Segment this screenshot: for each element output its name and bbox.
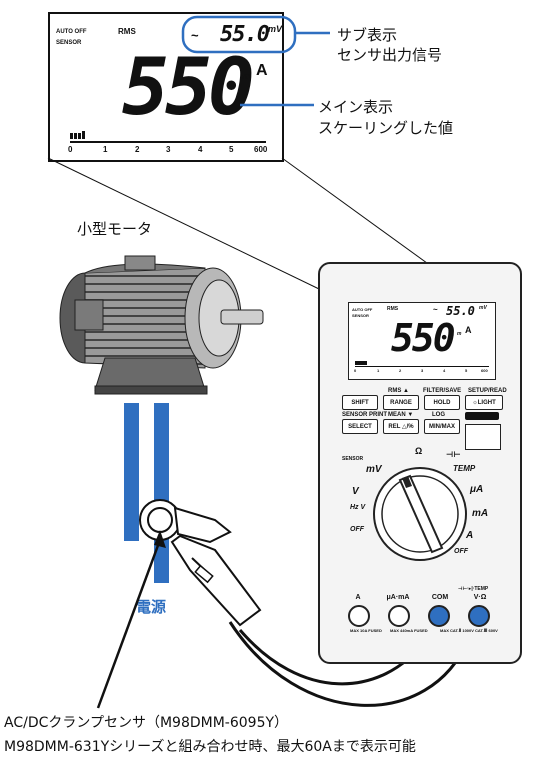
meter-lcd-scale: 0 1 2 3 4 5 600: [349, 367, 495, 377]
jack-ua-ma[interactable]: [388, 605, 410, 627]
jack-a[interactable]: [348, 605, 370, 627]
dial-label-cap: ⊣⊢: [446, 450, 461, 459]
warning-440ma: MAX 440mA FUSED: [390, 628, 428, 633]
scale-tick-4: 4: [198, 145, 203, 154]
meter-lcd-auto-off: AUTO OFF: [352, 307, 373, 312]
jack-label-a: A: [355, 594, 361, 601]
minmax-button[interactable]: MIN/MAX: [424, 419, 460, 434]
lcd-sensor: SENSOR: [56, 40, 82, 46]
jack-label-ua-ma: μA·mA: [386, 594, 410, 601]
meter-lcd-main-unit: A: [465, 325, 472, 335]
row1-label-rms: RMS ▲: [388, 388, 409, 394]
meter-lcd-sub-value: 55.0: [446, 304, 475, 318]
dial-label-mv: mV: [366, 464, 382, 475]
scale-tick-3: 3: [166, 145, 171, 154]
jack-com[interactable]: [428, 605, 450, 627]
meter-lcd-scale-line: [355, 366, 489, 367]
multimeter-body: AUTO OFF SENSOR RMS ~ 55.0 mV 550 m A 0 …: [318, 262, 522, 664]
scale-tick-2: 2: [135, 145, 140, 154]
zoom-line-left: [47, 157, 347, 303]
meter-lcd-main-prefix: m: [457, 331, 462, 337]
main-display-desc: スケーリングした値: [318, 119, 454, 137]
meter-scale-5: 5: [465, 368, 468, 373]
lcd-scale-line: [70, 141, 266, 143]
meter-lcd-sub-unit: mV: [479, 305, 487, 311]
meter-scale-3: 3: [421, 368, 424, 373]
caption-line-1: AC/DCクランプセンサ（M98DMM-6095Y）: [4, 715, 289, 731]
main-display-title: メイン表示: [318, 98, 394, 116]
meter-lcd-main-value: 550: [391, 316, 456, 360]
range-button[interactable]: RANGE: [383, 395, 419, 410]
lcd-bargraph: [70, 131, 92, 139]
mode-badges: [465, 424, 501, 450]
dial-label-ua: μA: [470, 484, 484, 495]
meter-scale-2: 2: [399, 368, 402, 373]
jack-top-label: ⊣⊢·▸|·TEMP: [458, 586, 489, 592]
lcd-zoom-panel: AUTO OFF SENSOR RMS ~ 55.0 mV 550 m A 0 …: [48, 12, 284, 162]
sub-display-title: サブ表示: [337, 26, 398, 44]
scale-tick-5: 5: [229, 145, 234, 154]
lead-wire-2: [228, 621, 470, 707]
rel-button[interactable]: REL △/%: [383, 419, 419, 434]
row1-label-setup: SETUP/READ: [468, 388, 507, 394]
meter-scale-1: 1: [377, 368, 380, 373]
dial-label-a: A: [466, 530, 474, 541]
dial-label-temp: TEMP: [453, 464, 476, 473]
warning-cat: MAX CAT.Ⅱ 1000V CAT.Ⅲ 600V: [440, 628, 498, 633]
dial-label-v: V: [352, 486, 359, 497]
lcd-ac-tilde: ~: [191, 28, 199, 43]
jack-label-com: COM: [431, 594, 449, 601]
lcd-auto-off: AUTO OFF: [56, 29, 87, 35]
dial-label-ohm: Ω: [415, 446, 423, 456]
meter-scale-4: 4: [443, 368, 446, 373]
dial-label-hz-v: Hz V: [350, 504, 366, 511]
sub-display-desc: センサ出力信号: [337, 46, 443, 64]
row1-label-filter: FILTER/SAVE: [423, 388, 462, 394]
meter-lcd-sensor: SENSOR: [352, 313, 369, 318]
row2-label-mean: MEAN ▼: [388, 412, 414, 418]
power-label: 電源: [136, 598, 167, 616]
meter-scale-0: 0: [354, 368, 357, 373]
meter-lcd-bar: [355, 361, 367, 365]
caption-line-2: M98DMM-631Yシリーズと組み合わせ時、最大60Aまで表示可能: [4, 739, 416, 755]
dial-label-off-left: OFF: [350, 526, 364, 533]
scale-tick-6: 600: [254, 145, 268, 154]
lcd-sub-value: 55.0: [220, 22, 270, 47]
warning-10a: MAX 10A FUSED: [350, 628, 382, 633]
sub-display-highlight: [181, 15, 297, 54]
row2-label-sensor: SENSOR PRINT: [342, 412, 388, 418]
motor-label: 小型モータ: [77, 220, 153, 238]
light-button[interactable]: ☼LIGHT: [465, 395, 503, 410]
dial-label-sensor: SENSOR: [342, 456, 364, 462]
lcd-main-value: 550: [122, 43, 255, 133]
rotary-dial[interactable]: [370, 464, 470, 564]
meter-lcd-tilde: ~: [433, 305, 438, 314]
lcd-rms: RMS: [118, 27, 136, 36]
motor-illustration: [59, 255, 264, 395]
hold-button[interactable]: HOLD: [424, 395, 460, 410]
jack-label-v-ohm: V·Ω: [473, 594, 487, 601]
dial-label-ma: mA: [472, 508, 489, 519]
meter-scale-6: 600: [481, 368, 488, 373]
row2-label-log: LOG: [432, 412, 445, 418]
shift-button[interactable]: SHIFT: [342, 395, 378, 410]
meter-lcd-rms: RMS: [387, 306, 399, 312]
dial-label-off-right: OFF: [454, 548, 468, 555]
lcd-main-prefix: m: [242, 71, 251, 81]
lcd-main-unit: A: [256, 62, 268, 79]
jack-v-ohm[interactable]: [468, 605, 490, 627]
power-wire-left: [124, 403, 139, 541]
select-button[interactable]: SELECT: [342, 419, 378, 434]
lcd-sub-unit: mV: [268, 24, 283, 34]
clamp-sensor: [139, 499, 262, 627]
meter-lcd: AUTO OFF SENSOR RMS ~ 55.0 mV 550 m A 0 …: [348, 302, 496, 380]
memory-badge: [465, 412, 499, 420]
lcd-scale: 0 1 2 3 4 5 600: [50, 142, 282, 156]
scale-tick-0: 0: [68, 145, 73, 154]
scale-tick-1: 1: [103, 145, 108, 154]
